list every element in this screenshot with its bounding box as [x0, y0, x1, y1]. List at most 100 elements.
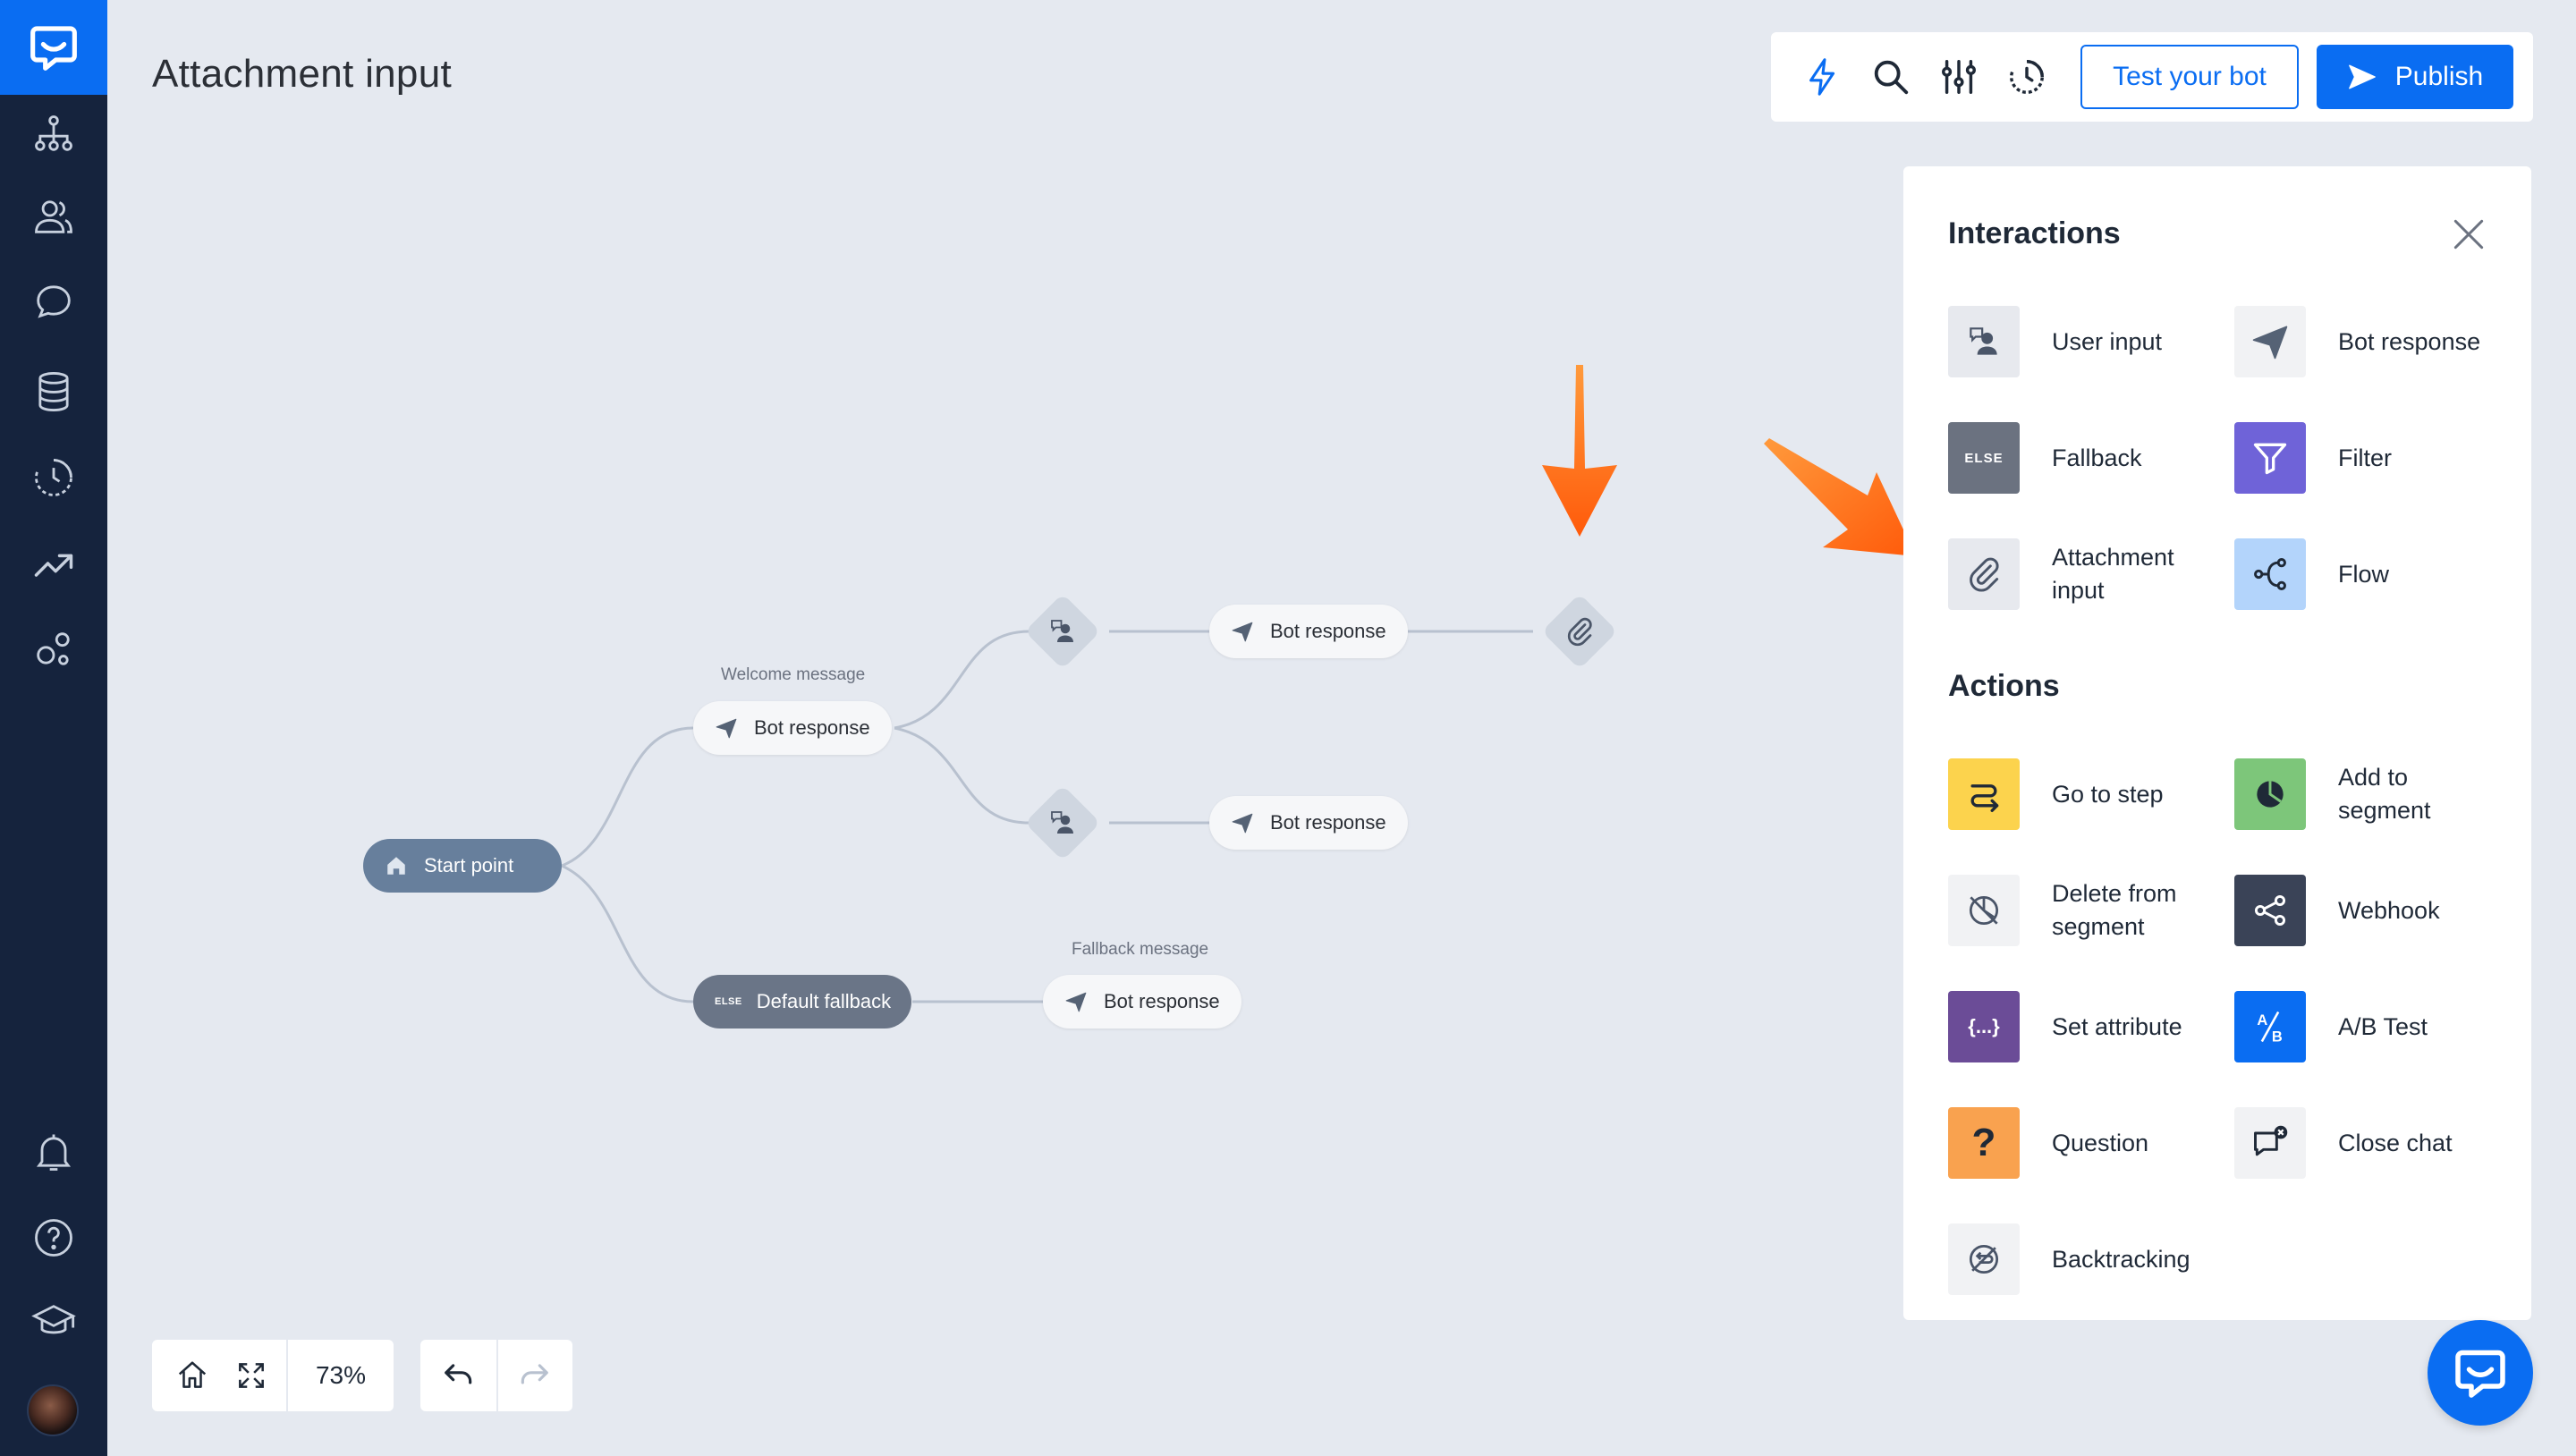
item-flow[interactable]: Flow: [2234, 538, 2521, 610]
zoom-level[interactable]: 73%: [286, 1340, 394, 1411]
item-label: Bot response: [2338, 327, 2481, 355]
search-button[interactable]: [1869, 55, 1912, 98]
redo-button[interactable]: [512, 1340, 556, 1411]
close-icon[interactable]: [2449, 215, 2488, 254]
sidebar-item-history[interactable]: [27, 451, 80, 504]
send-icon: [2252, 326, 2288, 360]
delete-from-segment-tile: [1948, 875, 2020, 946]
bot-response-node[interactable]: Bot response: [1043, 975, 1241, 1029]
sidebar-item-stories[interactable]: [27, 107, 80, 161]
bot-response-label: Bot response: [1270, 620, 1386, 642]
default-fallback-node[interactable]: ELSE Default fallback: [693, 975, 911, 1029]
fit-screen-button[interactable]: [229, 1340, 274, 1411]
share-nodes-icon: [2254, 894, 2286, 927]
item-bot-response[interactable]: Bot response: [2234, 306, 2521, 377]
item-label: Fallback: [2052, 444, 2142, 471]
chat-cloud-icon: [37, 285, 71, 318]
paperclip-icon: [1562, 614, 1597, 649]
bell-icon: [36, 1134, 72, 1171]
undo-button[interactable]: [436, 1340, 481, 1411]
sidebar-item-chats[interactable]: [27, 274, 80, 327]
sidebar-item-help[interactable]: [27, 1211, 80, 1265]
publish-label: Publish: [2394, 62, 2484, 91]
item-go-to-step[interactable]: Go to step: [1948, 758, 2234, 830]
bot-response-node[interactable]: Bot response: [1209, 605, 1408, 658]
bot-response-node[interactable]: Bot response: [693, 701, 892, 755]
sidebar: [0, 0, 107, 1456]
fallback-tile: ELSE: [1948, 422, 2020, 494]
lightning-button[interactable]: [1801, 55, 1844, 98]
paperclip-icon: [1970, 557, 1999, 592]
ab-test-icon: AB: [2257, 1011, 2283, 1045]
bot-response-tile: [2234, 306, 2306, 377]
braces-tag: {...}: [1968, 1015, 2000, 1037]
question-mark-tag: ?: [1971, 1121, 1996, 1164]
item-label: Delete from segment: [2052, 880, 2177, 940]
history-controls: [420, 1340, 572, 1411]
database-icon: [38, 372, 69, 411]
sidebar-item-notifications[interactable]: [27, 1125, 80, 1179]
item-fallback[interactable]: ELSE Fallback: [1948, 422, 2234, 494]
item-filter[interactable]: Filter: [2234, 422, 2521, 494]
item-label: Attachment input: [2052, 544, 2174, 604]
test-bot-button[interactable]: Test your bot: [2080, 45, 2299, 109]
home-button[interactable]: [170, 1340, 215, 1411]
history-button[interactable]: [2005, 55, 2048, 98]
item-attachment-input[interactable]: Attachment input: [1948, 538, 2234, 610]
pie-segment-icon: [2257, 781, 2284, 808]
sidebar-item-integrations[interactable]: [27, 622, 80, 676]
item-label: Close chat: [2338, 1129, 2453, 1156]
item-delete-from-segment[interactable]: Delete from segment: [1948, 875, 2234, 946]
user-input-tile: [1948, 306, 2020, 377]
interactions-heading: Interactions: [1948, 216, 2121, 250]
filter-icon: [2253, 443, 2287, 475]
publish-button[interactable]: Publish: [2317, 45, 2513, 109]
redo-icon: [521, 1364, 548, 1384]
bot-response-label: Bot response: [754, 716, 870, 739]
graduation-cap-icon: [31, 1305, 76, 1334]
else-tag: ELSE: [1964, 450, 2004, 466]
item-user-input[interactable]: User input: [1948, 306, 2234, 377]
sidebar-item-users[interactable]: [27, 190, 80, 243]
bot-response-node[interactable]: Bot response: [1209, 796, 1408, 850]
send-icon: [1231, 620, 1254, 643]
sidebar-item-reports[interactable]: [27, 537, 80, 590]
item-label: Add to segment: [2338, 764, 2431, 824]
clock-history-icon: [35, 459, 72, 496]
app-logo[interactable]: [0, 0, 107, 95]
item-question[interactable]: ? Question: [1948, 1107, 2234, 1179]
go-to-step-tile: [1948, 758, 2020, 830]
start-point-node[interactable]: Start point: [363, 839, 562, 893]
item-label: Flow: [2338, 560, 2390, 588]
close-chat-tile: [2234, 1107, 2306, 1179]
set-attribute-tile: {...}: [1948, 991, 2020, 1062]
item-backtracking[interactable]: Backtracking: [1948, 1223, 2234, 1295]
chat-logo-icon: [30, 26, 77, 71]
canvas-controls: 73%: [152, 1340, 394, 1411]
svg-text:B: B: [2272, 1029, 2283, 1045]
item-webhook[interactable]: Webhook: [2234, 875, 2521, 946]
settings-button[interactable]: [1937, 55, 1980, 98]
item-close-chat[interactable]: Close chat: [2234, 1107, 2521, 1179]
bot-response-label: Bot response: [1104, 990, 1220, 1012]
close-chat-icon: [2254, 1125, 2288, 1156]
divider: [496, 1340, 498, 1411]
sidebar-item-data[interactable]: [27, 365, 80, 419]
fallback-message-caption: Fallback message: [1072, 940, 1209, 959]
item-label: Filter: [2338, 444, 2392, 471]
item-add-to-segment[interactable]: Add to segment: [2234, 758, 2521, 830]
sliders-icon: [1942, 60, 1976, 94]
trend-up-icon: [34, 554, 73, 577]
segment-remove-icon: [1969, 895, 1999, 926]
undo-icon: [445, 1364, 472, 1384]
user-avatar[interactable]: [27, 1384, 79, 1436]
add-to-segment-tile: [2234, 758, 2306, 830]
sidebar-item-academy[interactable]: [27, 1295, 80, 1349]
page-title: Attachment input: [152, 52, 452, 96]
chat-widget-button[interactable]: [2428, 1320, 2533, 1426]
send-icon: [1231, 811, 1254, 834]
lightning-icon: [1809, 58, 1835, 96]
item-set-attribute[interactable]: {...} Set attribute: [1948, 991, 2234, 1062]
